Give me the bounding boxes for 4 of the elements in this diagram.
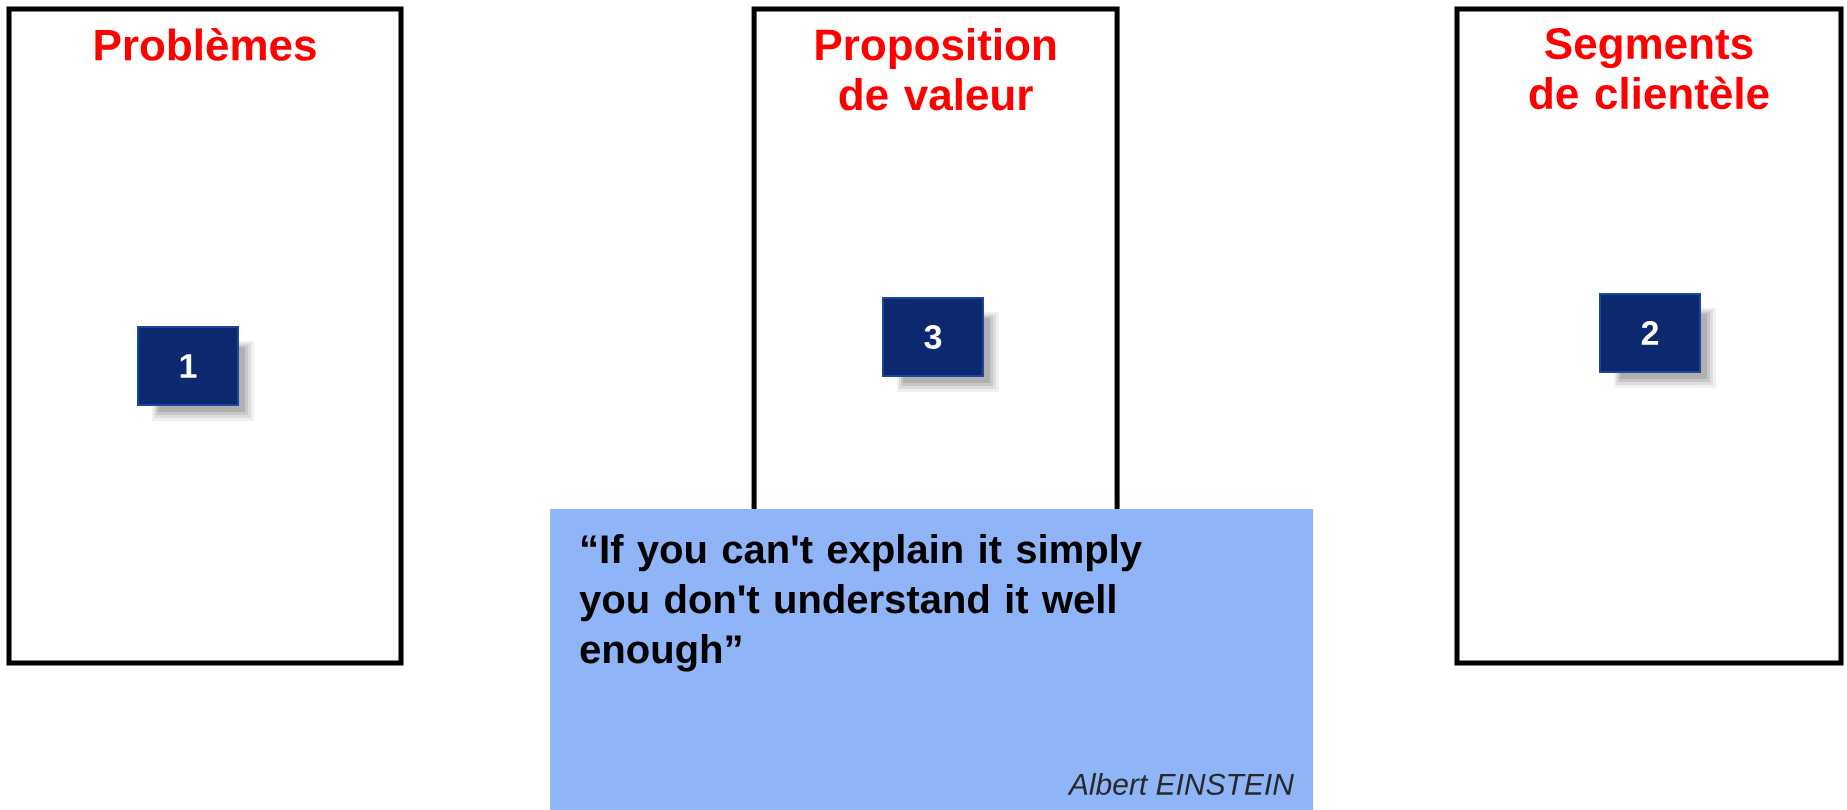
number-badge: 1 — [137, 326, 254, 421]
author-name: Albert EINSTEIN — [1067, 772, 1294, 795]
number-badge: 2 — [1599, 293, 1716, 388]
number-badge: 3 — [882, 297, 999, 392]
